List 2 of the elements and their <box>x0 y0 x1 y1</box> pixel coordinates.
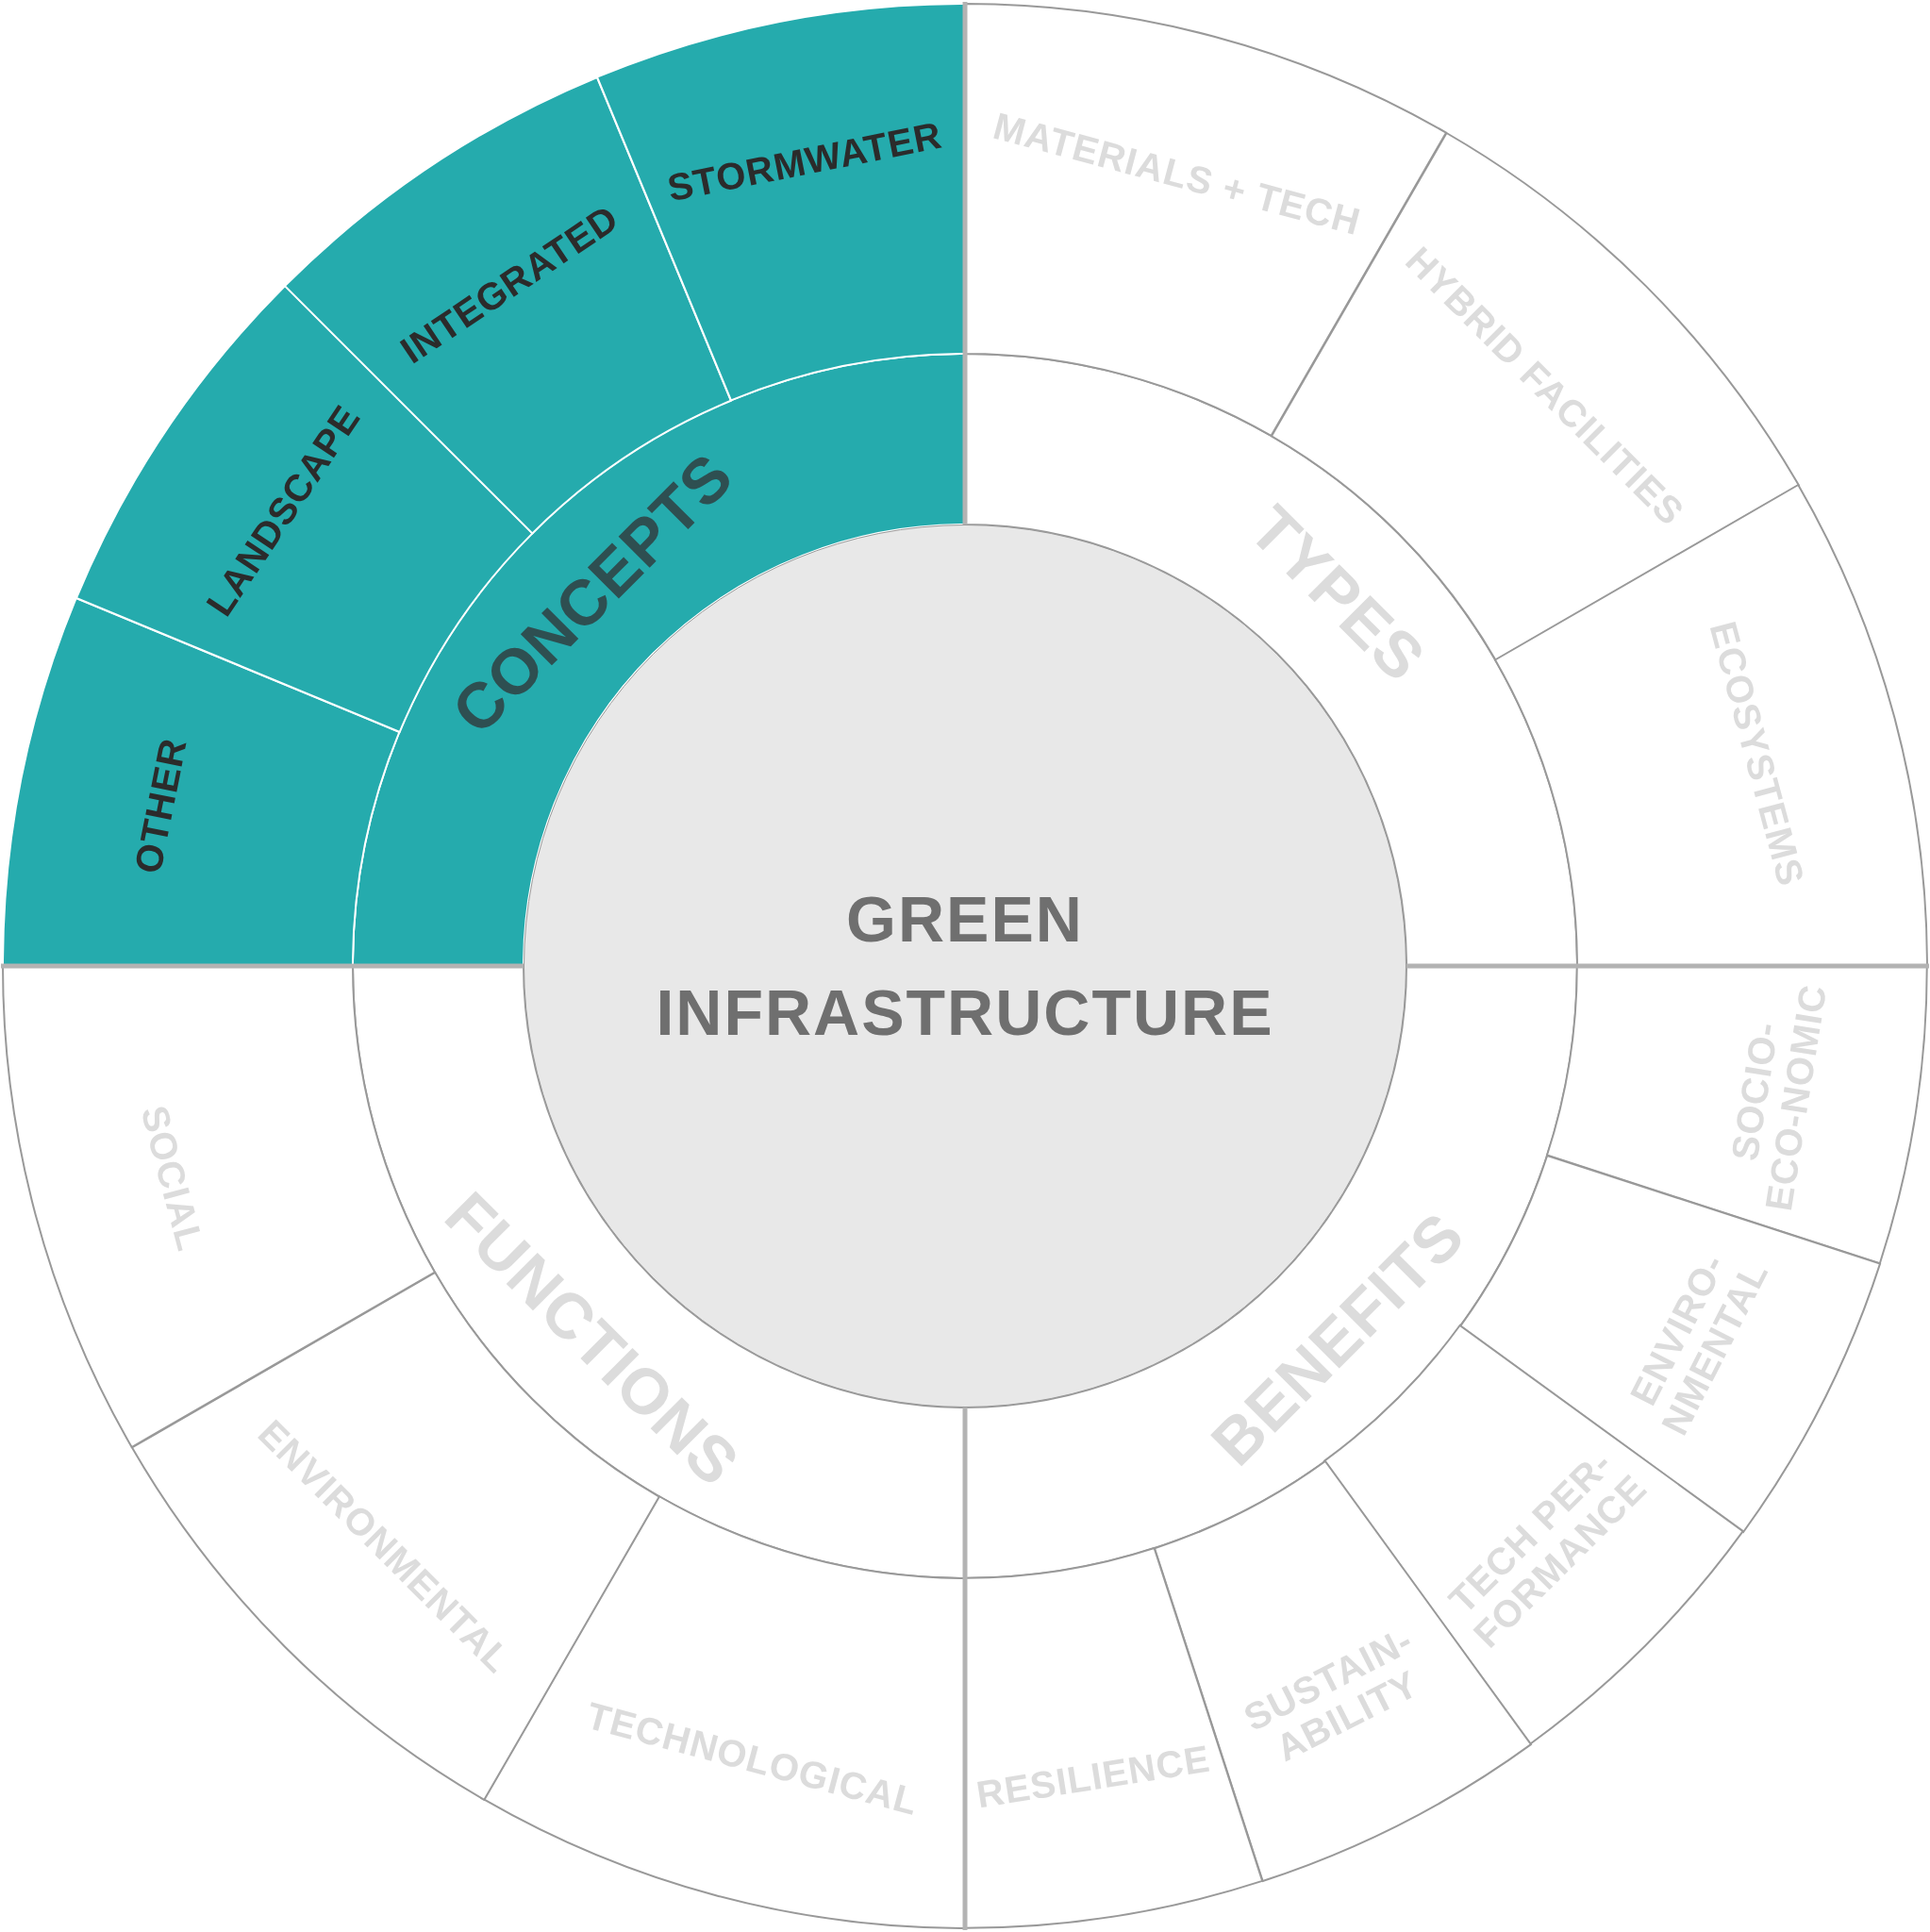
center-title: GREEN INFRASTRUCTURE <box>655 882 1275 1050</box>
segment-label: OTHER <box>125 733 195 879</box>
